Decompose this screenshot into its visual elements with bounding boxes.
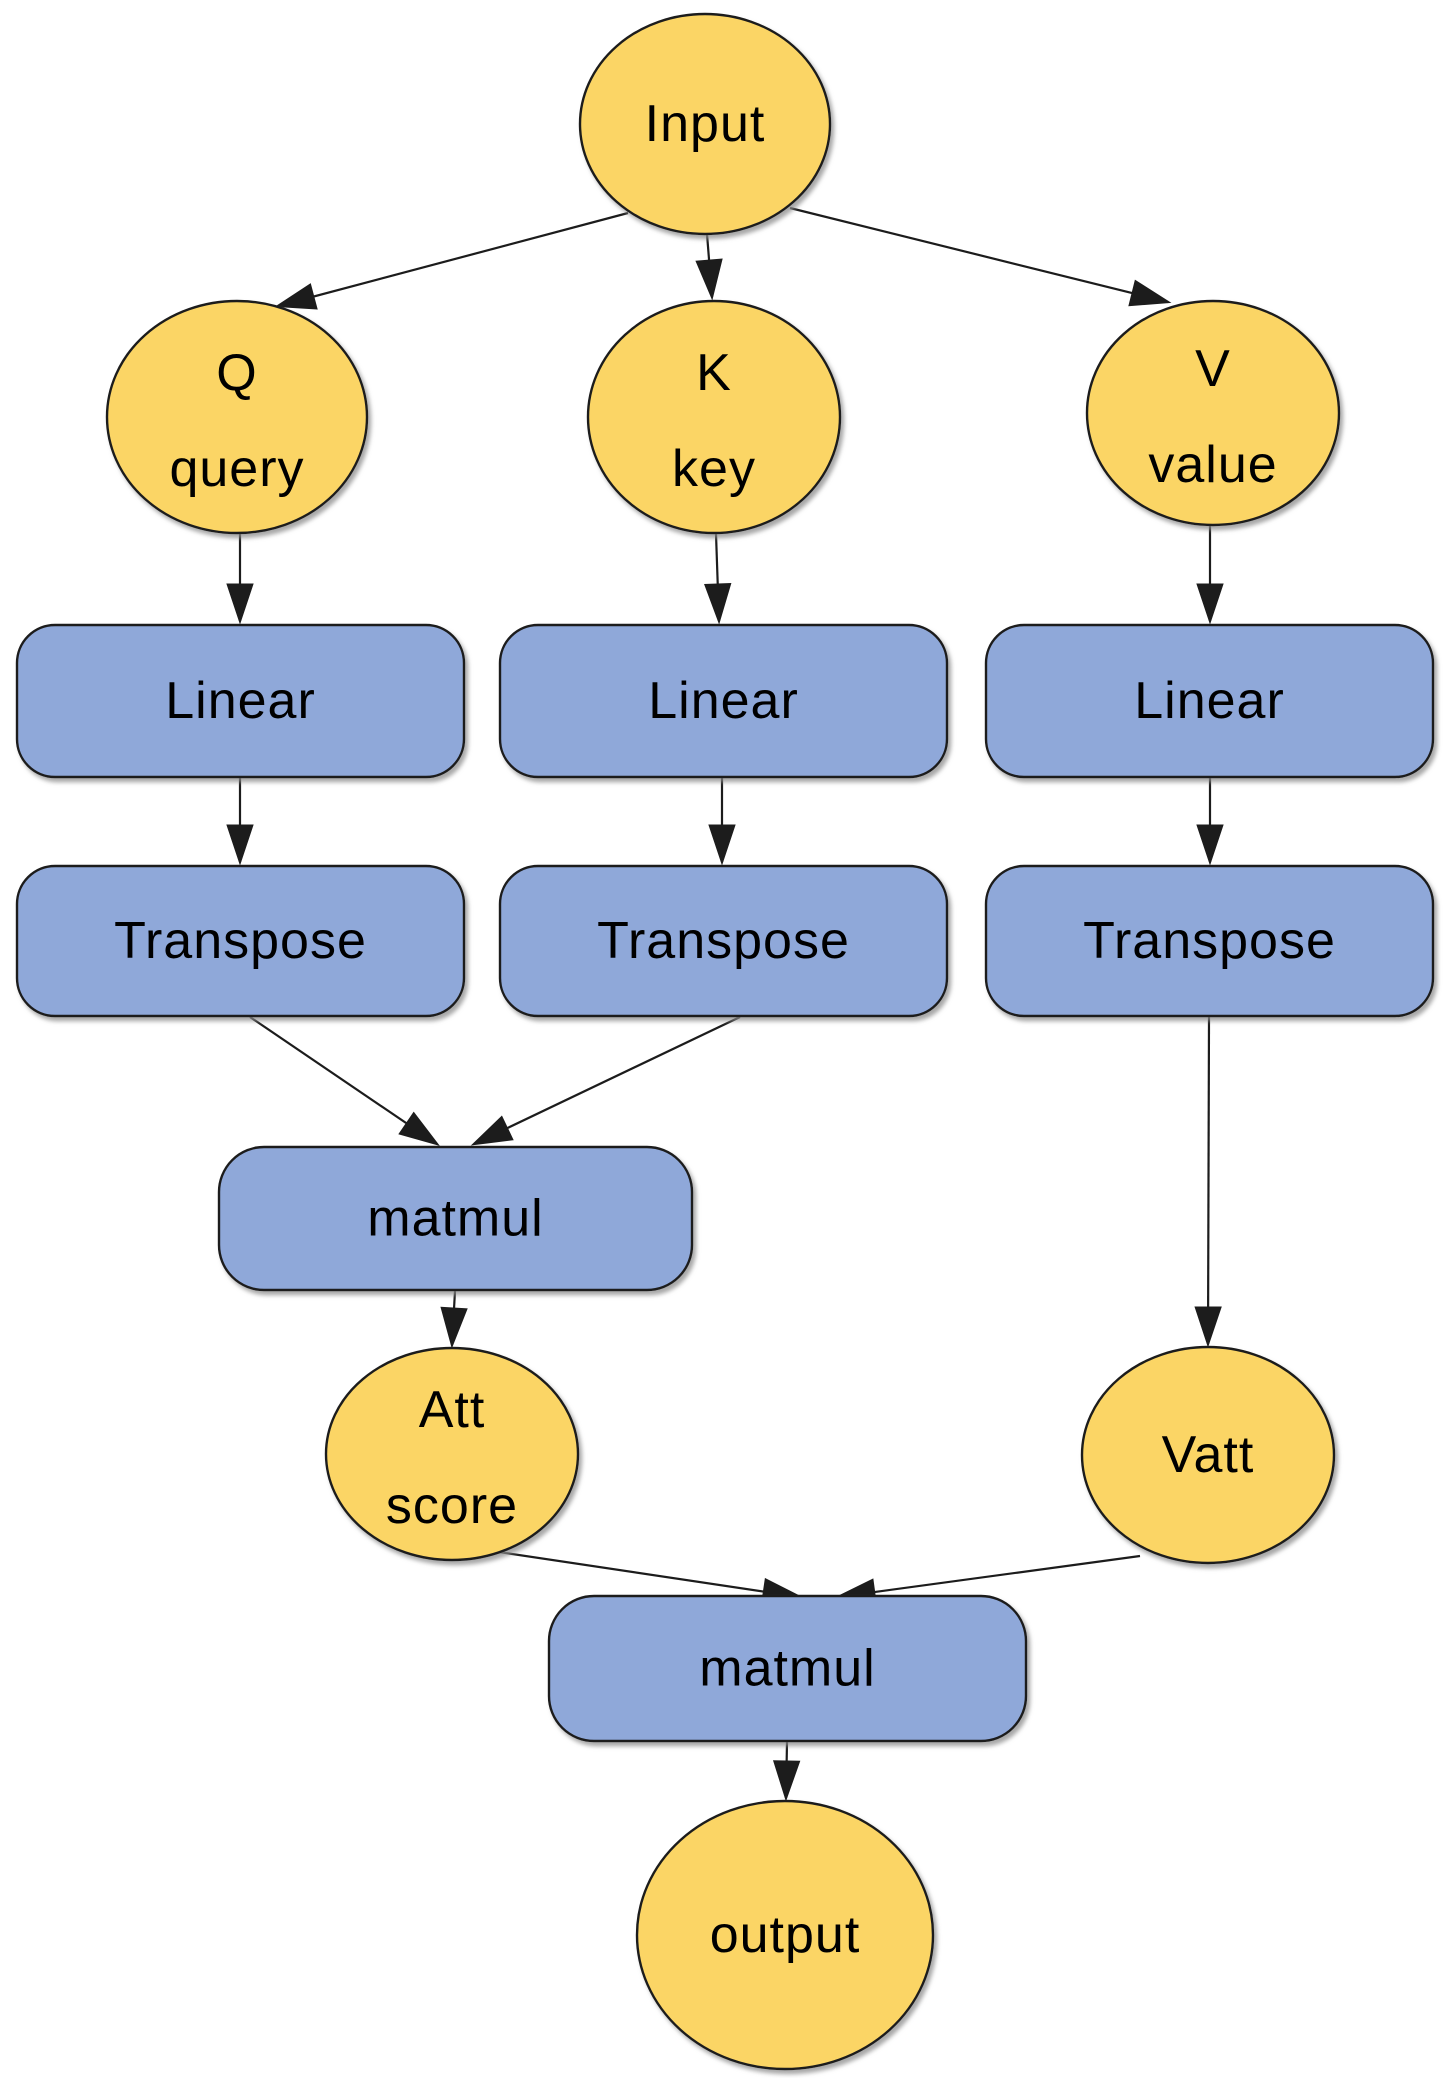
node-transpose-v: Transpose [984,864,1435,1018]
node-matmul-2-label: matmul [699,1640,875,1698]
node-transpose-v-shape [984,864,1435,1018]
node-vatt-shape [1080,1345,1336,1565]
edge-transpose-k-to-matmul-1 [470,1016,741,1146]
edge-k-key-to-linear-k [704,533,732,625]
edge-input-to-q-query [274,211,629,310]
node-matmul-1-shape [217,1145,694,1292]
edge-att-score-to-matmul-2 [491,1549,804,1606]
node-matmul-1: matmul [217,1145,694,1292]
node-transpose-v-label: Transpose [1083,912,1336,970]
edge-transpose-v-to-vatt [1194,1016,1222,1348]
node-q-query-shape [105,299,369,535]
edge-input-to-v-value [789,206,1172,307]
node-output-shape [635,1799,935,2071]
node-input-label: Input [645,95,766,153]
node-vatt-label: Vatt [1162,1426,1255,1484]
edges-layer [226,206,1224,1802]
node-transpose-k: Transpose [498,864,949,1018]
node-transpose-k-label: Transpose [597,912,850,970]
node-linear-k-label: Linear [648,672,799,730]
node-matmul-2: matmul [547,1594,1028,1743]
node-vatt: Vatt [1080,1345,1336,1565]
edge-matmul-1-to-att-score [440,1290,468,1349]
node-input: Input [578,12,832,236]
node-linear-v-shape [984,623,1435,779]
node-linear-k-shape [498,623,949,779]
node-transpose-q-shape [15,864,466,1018]
edge-matmul-2-to-output [772,1741,801,1802]
node-transpose-q-label: Transpose [114,912,367,970]
edge-vatt-to-matmul-2 [834,1554,1141,1606]
node-linear-q-label: Linear [165,672,316,730]
node-linear-q-shape [15,623,466,779]
edge-transpose-q-to-matmul-1 [249,1016,440,1147]
node-transpose-k-shape [498,864,949,1018]
edge-input-to-k-key [695,233,723,301]
node-linear-q: Linear [15,623,466,779]
node-matmul-2-shape [547,1594,1028,1743]
node-output-label: output [710,1906,861,1964]
node-output: output [635,1799,935,2071]
node-input-shape [578,12,832,236]
node-linear-k: Linear [498,623,949,779]
node-linear-v: Linear [984,623,1435,779]
node-k-key-shape [586,299,842,535]
node-transpose-q: Transpose [15,864,466,1018]
node-linear-v-label: Linear [1134,672,1285,730]
node-matmul-1-label: matmul [367,1190,543,1248]
node-att-score-shape [324,1346,580,1562]
node-v-value-shape [1085,299,1341,527]
